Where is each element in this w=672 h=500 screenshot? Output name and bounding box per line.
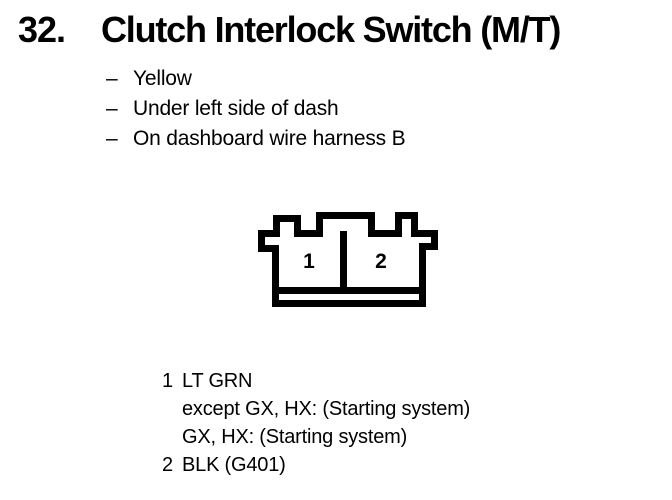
detail-item-label: On dashboard wire harness B — [133, 127, 406, 150]
legend-wire-label: BLK (G401) — [182, 454, 286, 476]
pin-legend: 1 LT GRN except GX, HX: (Starting system… — [162, 367, 470, 479]
legend-wire-label: LT GRN — [182, 370, 253, 392]
legend-wire-label: GX, HX: (Starting system) — [182, 426, 408, 448]
detail-item-harness: – On dashboard wire harness B — [106, 124, 406, 154]
connector-outline — [258, 212, 438, 307]
detail-list: – Yellow – Under left side of dash – On … — [106, 64, 406, 154]
dash-bullet: – — [106, 97, 118, 120]
page-title: Clutch Interlock Switch (M/T) — [101, 9, 561, 50]
legend-pin-number: 2 — [162, 454, 173, 476]
detail-item-label: Under left side of dash — [133, 97, 339, 120]
legend-pin-number — [162, 423, 182, 451]
dash-bullet: – — [106, 67, 118, 90]
pin-1-label: 1 — [303, 250, 315, 273]
pin-2-label: 2 — [375, 250, 387, 273]
detail-item-label: Yellow — [133, 67, 192, 90]
legend-row: 1 LT GRN — [162, 367, 470, 395]
legend-row: 2 BLK (G401) — [162, 451, 470, 479]
section-number: 32. — [18, 9, 66, 50]
dash-bullet: – — [106, 127, 118, 150]
legend-row: except GX, HX: (Starting system) — [162, 395, 470, 423]
legend-pin-number: 1 — [162, 370, 173, 392]
legend-wire-label: except GX, HX: (Starting system) — [182, 398, 471, 420]
detail-item-color: – Yellow — [106, 64, 405, 94]
connector-diagram: 1 2 — [250, 203, 450, 315]
legend-pin-number — [162, 395, 182, 423]
legend-row: GX, HX: (Starting system) — [162, 423, 470, 451]
detail-item-location: – Under left side of dash — [106, 94, 405, 124]
section-heading: 32. Clutch Interlock Switch (M/T) — [0, 10, 672, 54]
connector-outline-svg: 1 2 — [258, 212, 438, 307]
